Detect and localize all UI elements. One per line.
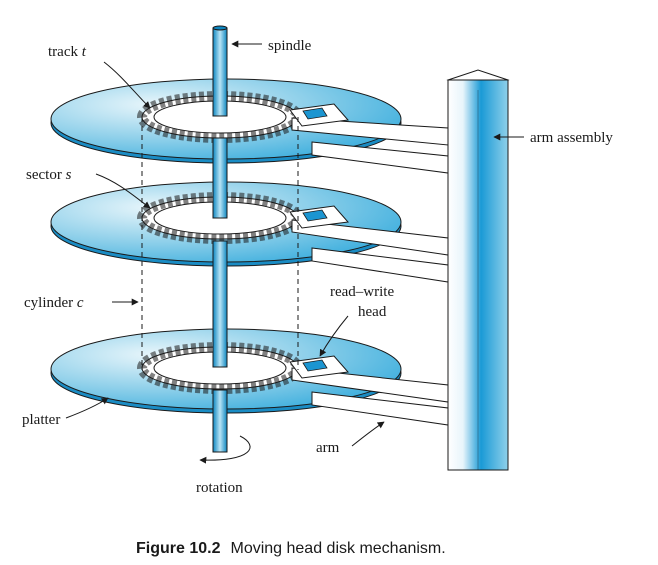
read-write-head-2 [302, 209, 328, 222]
rotation-label: rotation [196, 480, 243, 496]
platter-3 [50, 328, 402, 414]
read-write-head-label-line2: head [358, 304, 387, 320]
arm-2 [289, 205, 449, 283]
arm-label: arm [316, 440, 340, 456]
cylinder-outline [141, 117, 299, 370]
track-label: track t [48, 44, 87, 60]
leader-lines [65, 40, 524, 464]
read-write-head-label-line1: read–write [330, 284, 394, 300]
arm-3 [289, 355, 449, 426]
read-write-head-3 [302, 359, 328, 372]
sector-label: sector s [26, 167, 72, 183]
read-write-head-1 [302, 107, 328, 120]
spindle-label: spindle [268, 38, 312, 54]
arm-assembly-label: arm assembly [530, 130, 613, 146]
platter-label: platter [22, 412, 60, 428]
spindle [212, 25, 228, 453]
cylinder-label: cylinder c [24, 295, 84, 311]
arm-assembly-post [446, 69, 510, 471]
